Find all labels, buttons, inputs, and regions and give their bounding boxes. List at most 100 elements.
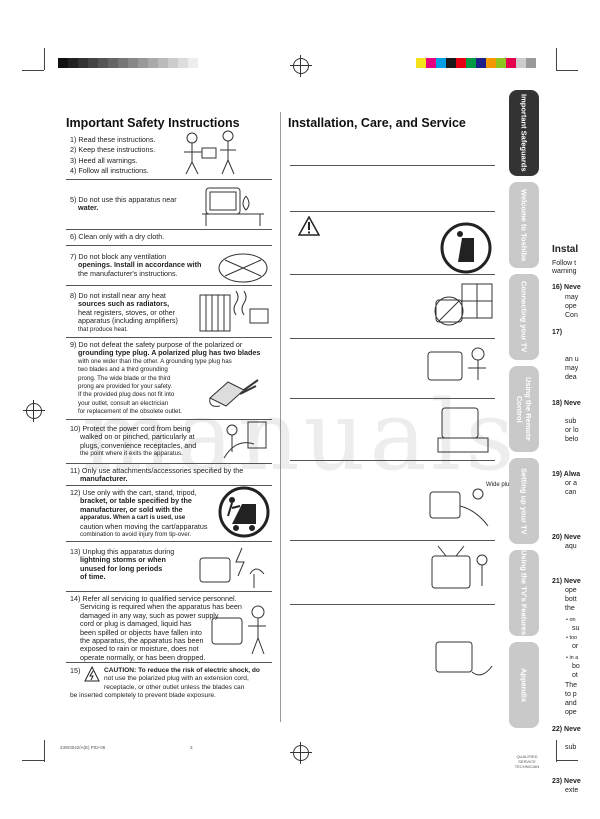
edge-text: exte: [565, 787, 579, 794]
list-item: 1) Read these instructions.: [70, 135, 156, 144]
list-item: 8) Do not install near any heat: [70, 291, 166, 300]
list-item: of time.: [80, 572, 106, 582]
list-item: 12) Use only with the cart, stand, tripo…: [70, 488, 197, 497]
list-item: If the provided plug does not fit into: [78, 391, 175, 399]
list-item: openings. Install in accordance with: [78, 260, 202, 270]
list-item: two blades and a third grounding: [78, 366, 168, 374]
list-item: 14) Refer all servicing to qualified ser…: [70, 594, 237, 603]
tv-cleaning-illustration: [435, 641, 493, 676]
list-item-number: 15): [70, 666, 81, 675]
edge-text: 22) Neve: [552, 726, 581, 733]
tab-using-the-remote-control[interactable]: Using the Remote Control: [509, 366, 539, 452]
crop-mark: [556, 760, 578, 761]
people-reading-illustration: [184, 130, 236, 175]
divider: [66, 245, 272, 246]
no-window-placement-illustration: [434, 283, 493, 326]
list-item: 6) Clean only with a dry cloth.: [70, 232, 165, 241]
list-item: the point where it exits the apparatus.: [80, 450, 183, 458]
wide-plug-label: Wide plug: [486, 482, 513, 488]
antenna-illustration: [431, 545, 488, 589]
divider: [66, 419, 272, 420]
edge-text: Con: [565, 312, 578, 319]
tv-person-illustration: [427, 347, 486, 381]
list-item: 7) Do not block any ventilation: [70, 252, 167, 261]
edge-heading: Instal: [552, 244, 579, 255]
tv-near-water-illustration: [202, 187, 264, 226]
list-item: combination to avoid injury from tip-ove…: [80, 531, 192, 539]
crop-mark: [556, 48, 557, 70]
registration-mark-icon: [290, 742, 312, 764]
edge-text: bo: [572, 663, 580, 670]
edge-text: may: [565, 294, 579, 301]
list-item: heat registers, stoves, or other: [78, 307, 176, 317]
edge-text: an u: [565, 356, 579, 363]
edge-text: su: [572, 625, 580, 632]
divider: [290, 460, 495, 461]
crop-mark: [44, 48, 45, 70]
edge-text: 18) Neve: [552, 400, 581, 407]
tab-important-safeguards[interactable]: Important Safeguards: [509, 90, 539, 176]
edge-text: The: [565, 682, 578, 689]
page-number: 3: [190, 745, 193, 750]
page-title: Important Safety Instructions: [66, 116, 240, 130]
edge-text: ope: [565, 587, 577, 594]
print-code: 23W3042/A(E) P02-06: [60, 745, 106, 750]
list-item: CAUTION: To reduce the risk of electric …: [104, 667, 260, 674]
edge-text: ope: [565, 303, 577, 310]
divider: [66, 229, 272, 230]
list-item: grounding type plug. A polarized plug ha…: [78, 348, 261, 358]
service-stamp: QUALIFIED SERVICE TECHNICIAN: [514, 754, 540, 769]
list-item: caution when moving the cart/apparatus: [80, 521, 208, 531]
list-item: unused for long periods: [80, 563, 163, 573]
edge-text: belo: [565, 436, 579, 443]
edge-text: bott: [565, 596, 577, 603]
list-item: Servicing is required when the apparatus…: [80, 602, 242, 612]
list-item: your outlet, consult an electrician: [78, 399, 169, 407]
edge-text: to p: [565, 691, 577, 698]
edge-text: 23) Neve: [552, 778, 581, 785]
divider: [66, 179, 272, 180]
divider: [290, 211, 495, 212]
divider: [290, 604, 495, 605]
list-item: 11) Only use attachments/accessories spe…: [70, 466, 244, 475]
edge-text: • on: [566, 617, 576, 623]
divider: [66, 463, 272, 464]
list-item: be inserted completely to prevent blade …: [70, 692, 216, 699]
tab-appendix[interactable]: Appendix: [509, 642, 539, 728]
edge-text: 17): [552, 329, 563, 336]
list-item: water.: [78, 203, 99, 213]
power-outlet-illustration: [429, 488, 489, 527]
list-item: 13) Unplug this apparatus during: [70, 547, 175, 556]
edge-text: 16) Neve: [552, 284, 581, 291]
tab-welcome-to-toshiba[interactable]: Welcome to Toshiba: [509, 182, 539, 268]
list-item: walked on or pinched, particularly at: [80, 432, 195, 442]
list-item: been spilled or objects have fallen into: [80, 627, 202, 637]
tab-using-tvs-features[interactable]: Using the TV's Features: [509, 550, 539, 636]
registration-mark-icon: [290, 55, 312, 77]
edge-text: 19) Alwa: [552, 471, 581, 478]
list-item: cord or plug is damaged, liquid has: [80, 619, 192, 629]
edge-text: ot: [572, 672, 578, 679]
edge-text: warning: [552, 268, 577, 275]
edge-text: sub: [565, 744, 577, 751]
crop-mark: [556, 740, 557, 762]
list-item: prong. The wide blade or the third: [78, 374, 171, 382]
lightning-storm-illustration: [199, 547, 265, 588]
crop-mark: [44, 740, 45, 762]
tab-connecting-your-tv[interactable]: Connecting your TV: [509, 274, 539, 360]
crop-mark: [22, 760, 44, 761]
divider: [66, 337, 272, 338]
edge-text: and: [565, 700, 577, 707]
stand-safety-icon: [440, 222, 492, 274]
list-item: apparatus. When a cart is used, use: [80, 514, 186, 522]
edge-text: or lo: [565, 427, 579, 434]
divider: [290, 398, 495, 399]
divider: [66, 541, 272, 542]
tab-setting-up-your-tv[interactable]: Setting up your TV: [509, 458, 539, 544]
list-item: the manufacturer's instructions.: [78, 268, 178, 278]
edge-text: • in a: [566, 655, 579, 661]
divider: [290, 338, 495, 339]
edge-text: can: [565, 489, 577, 496]
section-title: Installation, Care, and Service: [288, 116, 466, 130]
service-technician-illustration: [211, 605, 266, 655]
